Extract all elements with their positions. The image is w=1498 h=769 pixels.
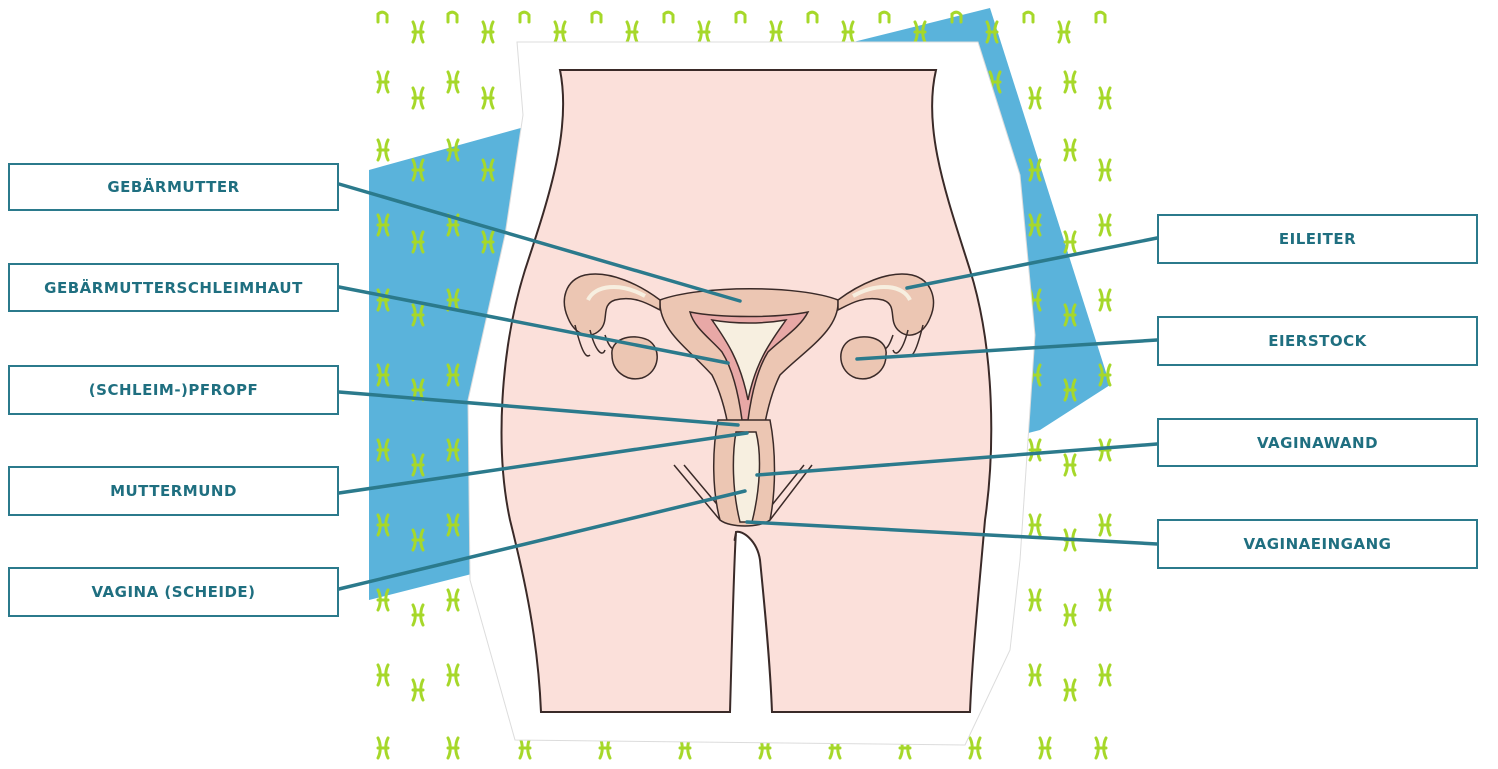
label-gebaermutterschleimhaut: Gebärmutterschleimhaut — [8, 263, 339, 312]
label-muttermund: Muttermund — [8, 466, 339, 516]
label-gebaermutter: Gebärmutter — [8, 163, 339, 211]
label-schleim-pfropf: (Schleim-)Pfropf — [8, 365, 339, 415]
label-eierstock: Eierstock — [1157, 316, 1478, 366]
label-vaginawand: Vaginawand — [1157, 418, 1478, 467]
label-vaginaeingang: Vaginaeingang — [1157, 519, 1478, 569]
label-eileiter: Eileiter — [1157, 214, 1478, 264]
label-vagina: Vagina (Scheide) — [8, 567, 339, 617]
